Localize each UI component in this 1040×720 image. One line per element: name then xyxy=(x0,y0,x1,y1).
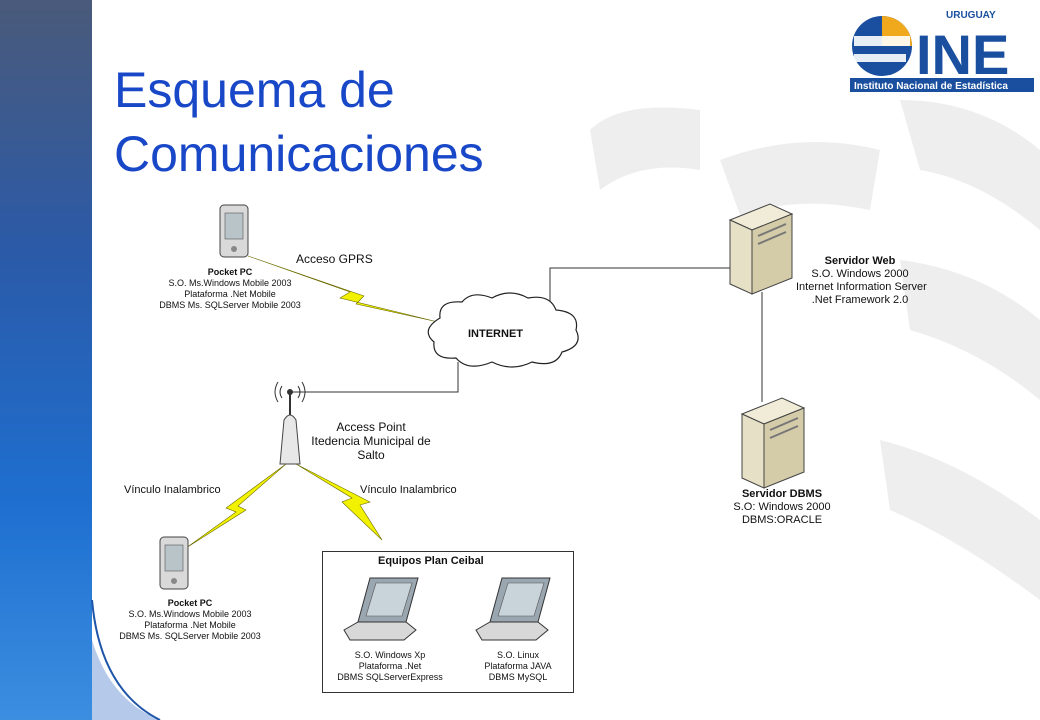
title-line-1: Esquema de xyxy=(114,62,395,118)
server-dbms-line2: DBMS:ORACLE xyxy=(741,514,823,526)
server-web-line1: S.O. Windows 2000 xyxy=(811,268,909,280)
ine-logo: URUGUAY INE Instituto Nacional de Estadí… xyxy=(850,10,1034,92)
wireless-left-label: Vínculo Inalambrico xyxy=(124,484,221,496)
pocket-pc-bottom-line3: DBMS Ms. SQLServer Mobile 2003 xyxy=(119,631,261,641)
server-dbms-device xyxy=(740,397,806,489)
laptop-windows-line2: Plataforma .Net xyxy=(358,661,422,671)
pocket-pc-top-line1: S.O. Ms.Windows Mobile 2003 xyxy=(168,278,292,288)
logo-subtitle: Instituto Nacional de Estadística xyxy=(854,81,1008,92)
server-web-device xyxy=(728,203,794,295)
access-point-line2: Itedencia Municipal de xyxy=(311,434,431,448)
pocket-pc-bottom-device xyxy=(159,536,189,590)
logo-main-text: INE xyxy=(916,23,1009,86)
server-web-line3: .Net Framework 2.0 xyxy=(811,294,909,306)
pocket-pc-bottom-title: Pocket PC xyxy=(167,598,213,608)
access-point-line3: Salto xyxy=(357,448,385,462)
laptop-windows-line1: S.O. Windows Xp xyxy=(354,650,426,660)
pocket-pc-top-label: Pocket PC S.O. Ms.Windows Mobile 2003 Pl… xyxy=(146,267,314,311)
pocket-pc-top-title: Pocket PC xyxy=(207,267,253,277)
server-web-line2: Internet Information Server xyxy=(796,281,927,293)
link-internet-access-point xyxy=(289,362,459,410)
pocket-pc-top-line3: DBMS Ms. SQLServer Mobile 2003 xyxy=(159,300,301,310)
server-dbms-line1: S.O: Windows 2000 xyxy=(733,501,831,513)
pocket-pc-bottom-line1: S.O. Ms.Windows Mobile 2003 xyxy=(128,609,252,619)
ceibal-group-box xyxy=(322,551,574,693)
wireless-right-label: Vínculo Inalambrico xyxy=(360,484,457,496)
lightning-wireless-left xyxy=(185,463,287,549)
gprs-link-label: Acceso GPRS xyxy=(296,252,373,266)
laptop-linux-line1: S.O. Linux xyxy=(496,650,540,660)
left-accent-bar xyxy=(0,0,92,720)
title-line-2: Comunicaciones xyxy=(114,126,484,182)
access-point-line1: Access Point xyxy=(336,420,406,434)
laptop-windows-line3: DBMS SQLServerExpress xyxy=(337,672,443,682)
server-dbms-title: Servidor DBMS xyxy=(741,488,823,500)
access-point-label: Access Point Itedencia Municipal de Salt… xyxy=(300,420,442,462)
internet-cloud xyxy=(427,292,579,368)
laptop-windows-label: S.O. Windows Xp Plataforma .Net DBMS SQL… xyxy=(330,650,450,683)
logo-top-text: URUGUAY xyxy=(946,10,996,21)
link-internet-server-web xyxy=(549,267,730,312)
server-dbms-label: Servidor DBMS S.O: Windows 2000 DBMS:ORA… xyxy=(728,488,836,527)
lightning-wireless-right xyxy=(295,463,383,541)
logo-subtitle-band xyxy=(850,78,1034,92)
access-point-device xyxy=(274,381,306,465)
laptop-linux-label: S.O. Linux Plataforma JAVA DBMS MySQL xyxy=(470,650,566,683)
page-title: Esquema de Comunicaciones xyxy=(114,58,484,186)
left-curve-decoration xyxy=(91,0,161,720)
pocket-pc-top-line2: Plataforma .Net Mobile xyxy=(184,289,276,299)
ceibal-group-title: Equipos Plan Ceibal xyxy=(378,555,484,567)
internet-label: INTERNET xyxy=(468,328,523,340)
pocket-pc-bottom-label: Pocket PC S.O. Ms.Windows Mobile 2003 Pl… xyxy=(106,598,274,642)
pocket-pc-bottom-line2: Plataforma .Net Mobile xyxy=(144,620,236,630)
laptop-linux-device xyxy=(475,577,551,641)
pocket-pc-top-device xyxy=(219,204,249,258)
laptop-windows-device xyxy=(343,577,419,641)
laptop-linux-line2: Plataforma JAVA xyxy=(484,661,552,671)
server-web-label: Servidor Web S.O. Windows 2000 Internet … xyxy=(796,255,927,307)
server-web-title: Servidor Web xyxy=(824,255,896,267)
laptop-linux-line3: DBMS MySQL xyxy=(488,672,548,682)
